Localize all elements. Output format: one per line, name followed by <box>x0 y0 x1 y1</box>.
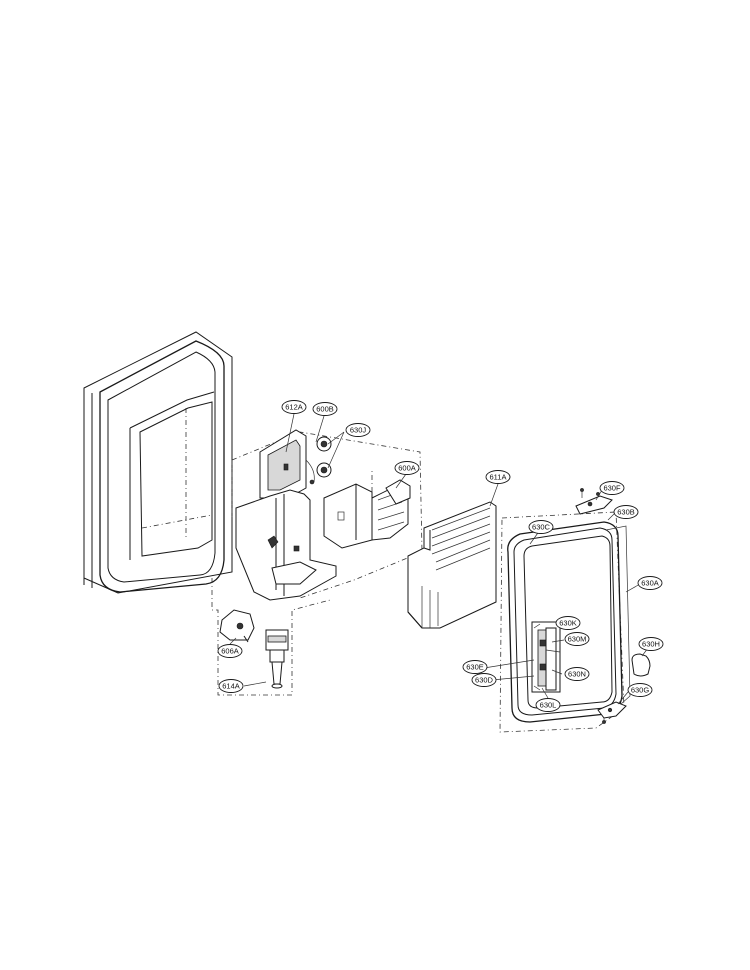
callout-label: 606A <box>221 647 239 656</box>
callout-label: 630M <box>568 635 587 644</box>
guide-line-door <box>499 511 625 733</box>
callout-label: 630J <box>350 426 367 435</box>
callout-label: 614A <box>222 682 240 691</box>
callout-label: 630A <box>641 579 659 588</box>
callout-630N[interactable]: 630N <box>564 667 590 681</box>
callout-612A[interactable]: 612A <box>281 400 307 414</box>
callout-630E[interactable]: 630E <box>462 660 488 674</box>
callout-label: 630N <box>568 670 586 679</box>
callout-630H[interactable]: 630H <box>638 637 664 651</box>
outer-door-panel <box>83 331 233 594</box>
hinge-cap <box>631 653 651 677</box>
callout-label: 630D <box>475 676 494 685</box>
callout-614A[interactable]: 614A <box>218 679 244 693</box>
guide-line-left <box>211 460 331 696</box>
callout-630D[interactable]: 630D <box>471 673 497 687</box>
callout-label: 630H <box>642 640 660 649</box>
callout-630G[interactable]: 630G <box>627 683 653 697</box>
callout-611A[interactable]: 611A <box>485 470 511 484</box>
callout-label: 630E <box>466 663 484 672</box>
callout-630L[interactable]: 630L <box>535 698 561 712</box>
door-assembly <box>507 521 631 723</box>
callout-630M[interactable]: 630M <box>564 632 590 646</box>
icemaker-assembly <box>323 468 411 549</box>
callout-label: 612A <box>285 403 303 412</box>
auger-motor <box>219 609 255 643</box>
callout-label: 630F <box>603 484 621 493</box>
callout-label: 630G <box>631 686 650 695</box>
callout-600B[interactable]: 600B <box>312 402 338 416</box>
callout-630F[interactable]: 630F <box>599 481 625 495</box>
leader-lines <box>229 413 649 705</box>
solenoid <box>265 629 289 689</box>
callout-600A[interactable]: 600A <box>394 461 420 475</box>
dispenser-housing <box>235 429 337 601</box>
callout-label: 600B <box>316 405 334 414</box>
callout-label: 630L <box>540 701 557 710</box>
sensor-ring-parts <box>305 436 332 485</box>
callout-label: 600A <box>398 464 416 473</box>
callout-630A[interactable]: 630A <box>637 576 663 590</box>
bottom-hinge <box>597 701 627 724</box>
callout-label: 630B <box>617 508 635 517</box>
callout-630B[interactable]: 630B <box>613 505 639 519</box>
inner-door-liner <box>407 501 497 629</box>
callout-label: 630C <box>532 523 551 532</box>
callout-606A[interactable]: 606A <box>217 644 243 658</box>
callout-630C[interactable]: 630C <box>528 520 554 534</box>
callout-label: 630K <box>559 619 577 628</box>
callout-630J[interactable]: 630J <box>345 423 371 437</box>
top-hinge <box>575 488 613 515</box>
callout-630K[interactable]: 630K <box>555 616 581 630</box>
callout-label: 611A <box>490 473 507 482</box>
